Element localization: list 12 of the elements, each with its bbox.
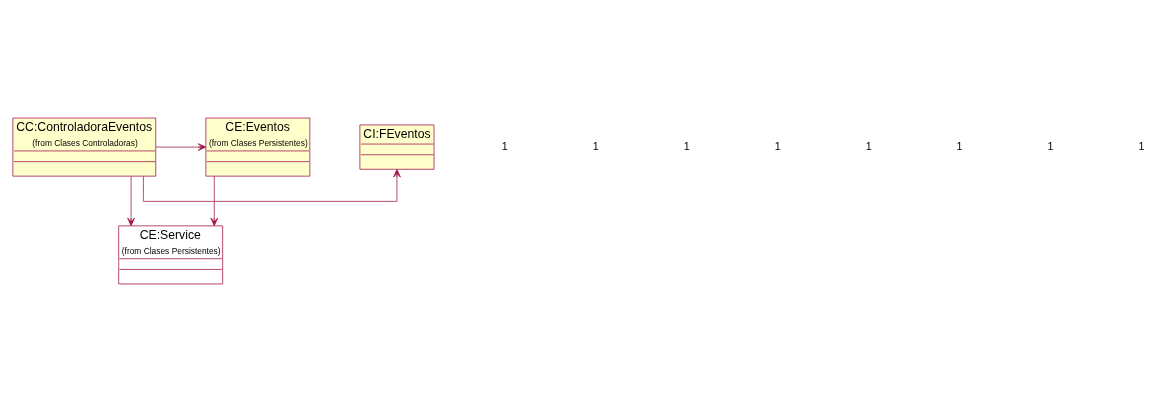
arrow bbox=[155, 143, 207, 151]
label: 1 bbox=[501, 139, 508, 152]
label: 1 bbox=[592, 139, 599, 152]
label: 1 bbox=[774, 139, 781, 152]
arrow bbox=[127, 175, 135, 227]
label: 1 bbox=[1138, 139, 1145, 152]
label: 1 bbox=[956, 139, 963, 152]
arrow bbox=[210, 175, 219, 227]
label: 1 bbox=[1047, 139, 1054, 152]
arrow bbox=[143, 169, 401, 202]
label: 1 bbox=[865, 139, 872, 152]
label: 1 bbox=[683, 139, 690, 152]
